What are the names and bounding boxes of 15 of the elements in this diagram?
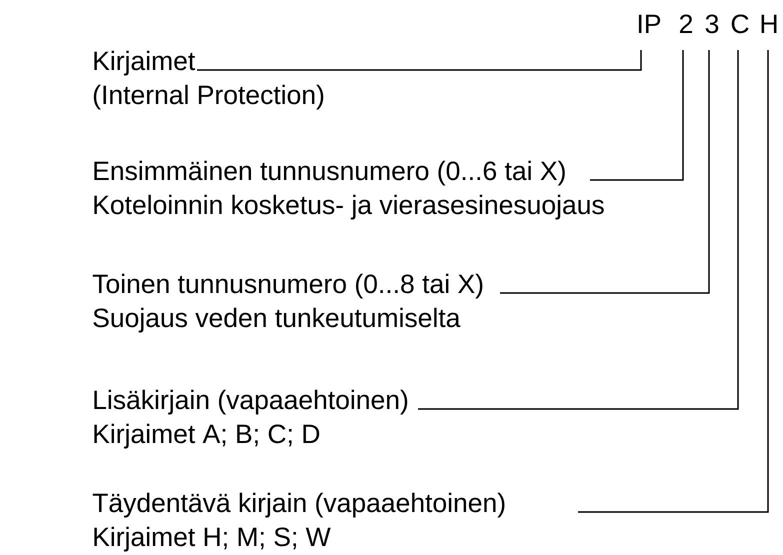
leader-line — [500, 50, 710, 294]
leader-line — [590, 50, 684, 181]
description-text: Kirjaimet (Internal Protection) — [94, 50, 324, 110]
leader-line — [578, 50, 769, 513]
description-text: Täydentävä kirjain (vapaaehtoinen) Kirjaimet H; M; S; W — [92, 492, 504, 552]
code-character: 3 — [706, 14, 718, 34]
code-character: 2 — [680, 14, 692, 33]
description-text: Lisäkirjain (vapaaehtoinen) Kirjaimet A; B; C; D — [94, 390, 408, 448]
description-text: Toinen tunnusnumero (0...8 tai X) Suojaus veden tunkeutumiselta — [92, 274, 482, 332]
code-character: IP — [638, 14, 660, 33]
code-character: C — [732, 14, 749, 34]
leader-line — [197, 50, 642, 71]
code-character: H — [762, 14, 776, 33]
description-text: Ensimmäinen tunnusnumero (0...6 tai X) Koteloinnin kosketus- ja vierasesinesuojaus — [94, 160, 604, 220]
leader-line — [418, 50, 739, 410]
